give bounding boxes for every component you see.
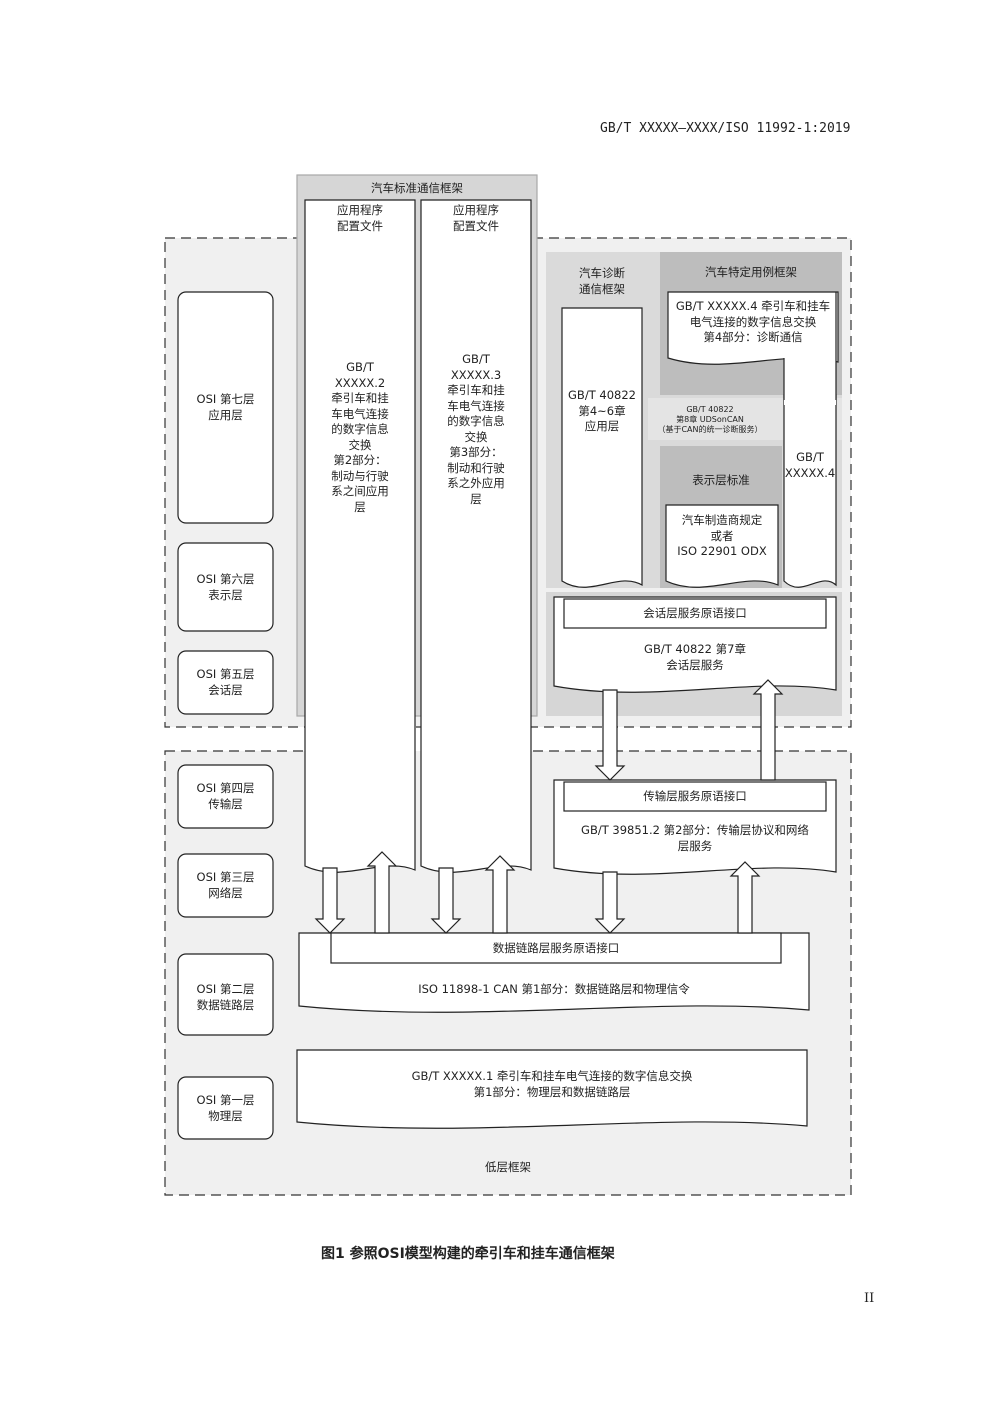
arrow-col1-down [314, 867, 346, 934]
diag-frame-title: 汽车诊断 通信框架 [579, 266, 625, 296]
osi-box-3 [177, 853, 274, 918]
osi-layer-5: OSI 第五层 会话层 [196, 667, 255, 697]
osi-box-6 [177, 542, 274, 632]
std-frame-title: 汽车标准通信框架 [371, 181, 463, 195]
arrow-col2-up [484, 855, 516, 934]
presentation-doc-shape [665, 504, 779, 588]
figure-caption: 图1 参照OSI模型构建的牵引车和挂车通信框架 [321, 1246, 615, 1262]
doc-code-header: GB/T XXXXX—XXXX/ISO 11992-1:2019 [600, 121, 851, 136]
osi-layer-3: OSI 第三层 网络层 [196, 870, 255, 900]
session-iface: 会话层服务原语接口 [643, 606, 747, 620]
datalink-iface: 数据链路层服务原语接口 [492, 941, 620, 955]
xxxxx4-connector [784, 355, 836, 405]
datalink-iface-box [330, 932, 782, 964]
transport-iface: 传输层服务原语接口 [643, 789, 747, 803]
physical-doc: GB/T XXXXX.1 牵引车和挂车电气连接的数字信息交换 第1部分：物理层和… [411, 1069, 693, 1099]
session-iface-box [563, 598, 827, 629]
page-number: II [864, 1291, 875, 1306]
diag-app-column [561, 307, 643, 588]
osi-box-5 [177, 650, 274, 715]
osi-layer-2: OSI 第二层 数据链路层 [196, 982, 255, 1012]
arrow-session-to-transport [594, 689, 626, 781]
osi-layer-4: OSI 第四层 传输层 [196, 781, 255, 811]
osi-box-1 [177, 1076, 274, 1140]
arrow-transport-to-session [752, 679, 784, 781]
osi-box-7 [177, 291, 274, 524]
app-column-1 [304, 199, 416, 873]
presentation-doc: 汽车制造商规定 或者 ISO 22901 ODX [677, 513, 767, 558]
col2-body: GB/T XXXXX.3 牵引车和挂 车电气连接 的数字信息 交换 第3部分： … [447, 352, 505, 506]
arrow-transport-up [729, 861, 761, 934]
osi-layer-1: OSI 第一层 物理层 [196, 1093, 255, 1123]
uds-doc: GB/T 40822 第8章 UDSonCAN （基于CAN的统一诊断服务） [657, 405, 763, 434]
usecase-title: 汽车特定用例框架 [705, 265, 797, 279]
usecase-doc: GB/T XXXXX.4 牵引车和挂车 电气连接的数字信息交换 第4部分：诊断通… [675, 299, 831, 344]
col2-top: 应用程序 配置文件 [453, 203, 499, 233]
xxxxx4-doc: GB/T XXXXX.4 [784, 450, 836, 480]
app-column-2 [420, 199, 532, 873]
lower-frame-label: 低层框架 [485, 1160, 531, 1174]
osi-box-2 [177, 953, 274, 1036]
arrow-transport-down [594, 871, 626, 934]
diag-app-doc: GB/T 40822 第4~6章 应用层 [568, 388, 636, 433]
transport-iface-box [563, 781, 827, 812]
osi-layer-6: OSI 第六层 表示层 [196, 572, 255, 602]
session-doc: GB/T 40822 第7章 会话层服务 [644, 642, 746, 672]
physical-doc-shape [296, 1049, 808, 1129]
col1-top: 应用程序 配置文件 [337, 203, 383, 233]
xxxxx4-edges [783, 292, 837, 400]
datalink-doc: ISO 11898-1 CAN 第1部分：数据链路层和物理信令 [418, 982, 690, 996]
xxxxx4-column [783, 394, 837, 588]
osi-box-4 [177, 764, 274, 829]
transport-doc: GB/T 39851.2 第2部分：传输层协议和网络 层服务 [581, 823, 809, 853]
col1-body: GB/T XXXXX.2 牵引车和挂 车电气连接 的数字信息 交换 第2部分： … [331, 360, 389, 514]
osi-layer-7: OSI 第七层 应用层 [196, 392, 255, 422]
presentation-title: 表示层标准 [692, 473, 750, 487]
arrow-col1-up [366, 851, 398, 934]
arrow-col2-down [430, 867, 462, 934]
